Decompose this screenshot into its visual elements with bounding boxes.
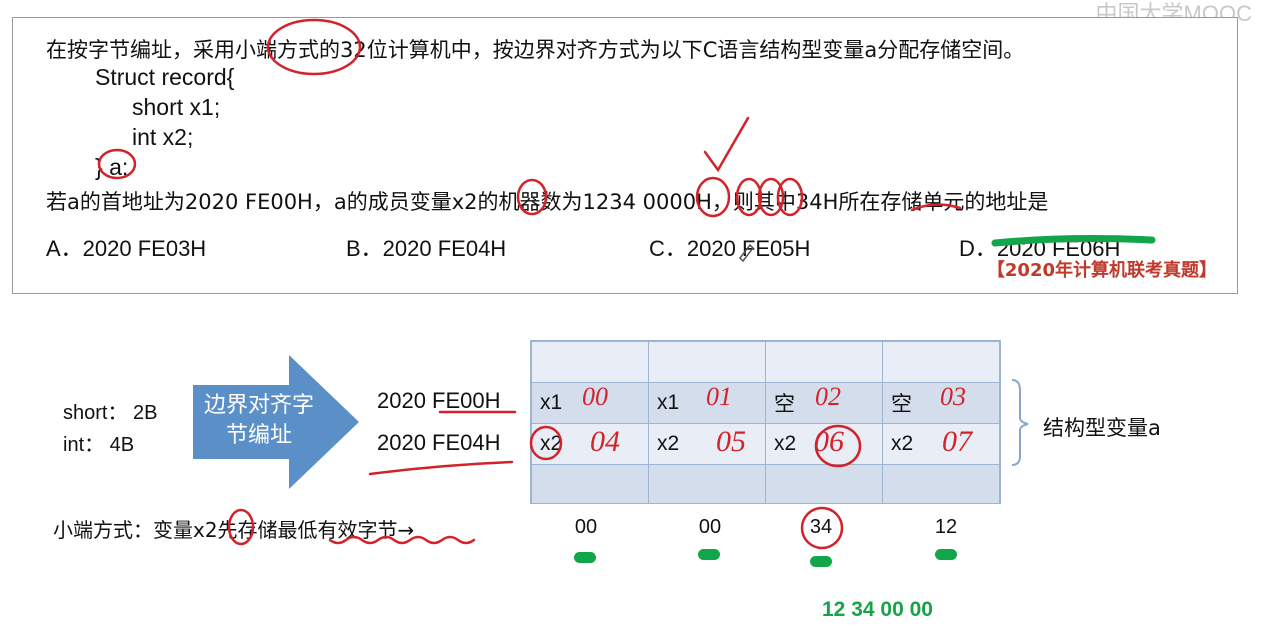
option-a[interactable]: A．2020 FE03H	[46, 236, 207, 261]
memory-grid: x1 x1 空 空 x2 x2 x2 x2	[530, 340, 1001, 504]
note-04: 04	[590, 425, 620, 458]
cell-fe05: x2	[648, 423, 766, 465]
exam-source: 【2020年计算机联考真题】	[986, 260, 1217, 281]
address-fe04: 2020 FE04H	[377, 430, 501, 455]
cell-fe02: 空	[765, 382, 883, 424]
cell-fe03: 空	[882, 382, 1000, 424]
code-line-3: int x2;	[132, 124, 194, 150]
cell-label: x2	[657, 432, 680, 455]
note-07: 07	[942, 425, 972, 458]
grid-footer-cell	[648, 464, 766, 504]
question-stem: 在按字节编址，采用小端方式的32位计算机中，按边界对齐方式为以下C语言结构型变量…	[46, 38, 1025, 62]
cell-label: x2	[891, 432, 914, 455]
grid-header-cell	[882, 341, 1000, 383]
cell-label: x2	[774, 432, 797, 455]
note-00: 00	[582, 382, 608, 411]
short-size: short： 2B	[63, 402, 158, 424]
green-mark	[810, 556, 832, 567]
grid-footer-cell	[882, 464, 1000, 504]
code-line-1: Struct record{	[95, 64, 235, 90]
option-b[interactable]: B．2020 FE04H	[346, 236, 507, 261]
alignment-arrow: 边界对齐字节编址	[193, 355, 359, 489]
question-box: 在按字节编址，采用小端方式的32位计算机中，按边界对齐方式为以下C语言结构型变量…	[12, 17, 1238, 294]
byte-3: 12	[934, 516, 958, 538]
note-06: 06	[814, 425, 844, 458]
green-mark	[574, 552, 596, 563]
code-line-2: short x1;	[132, 94, 221, 120]
grid-footer-cell	[765, 464, 883, 504]
note-01: 01	[706, 382, 732, 411]
green-mark	[698, 549, 720, 560]
little-endian-note: 小端方式：变量x2先存储最低有效字节→	[53, 518, 415, 542]
cell-label: x2	[540, 432, 563, 455]
byte-2: 34	[809, 516, 833, 538]
note-02: 02	[815, 382, 841, 411]
note-03: 03	[940, 382, 966, 411]
grid-header-cell	[648, 341, 766, 383]
struct-label: 结构型变量a	[1043, 416, 1161, 440]
cell-label: x1	[540, 391, 563, 414]
cell-label: x1	[657, 391, 680, 414]
option-c[interactable]: C．2020 FE05H	[649, 236, 811, 261]
green-mark	[935, 549, 957, 560]
question-text: 若a的首地址为2020 FE00H，a的成员变量x2的机器数为1234 0000…	[46, 190, 1049, 214]
cell-fe07: x2	[882, 423, 1000, 465]
arrow-label: 边界对齐字节编址	[203, 393, 314, 448]
address-fe00: 2020 FE00H	[377, 388, 501, 413]
int-size: int： 4B	[63, 434, 135, 456]
underline-fe04	[368, 460, 514, 476]
result-value: 12 34 00 00	[822, 598, 933, 621]
grid-header-cell	[531, 341, 649, 383]
struct-brace	[1011, 379, 1029, 466]
note-05: 05	[716, 425, 746, 458]
byte-0: 00	[574, 516, 598, 538]
code-line-4: } a;	[95, 154, 129, 180]
grid-footer-cell	[531, 464, 649, 504]
cell-label: 空	[891, 393, 912, 416]
cell-label: 空	[774, 393, 795, 416]
grid-header-cell	[765, 341, 883, 383]
byte-1: 00	[698, 516, 722, 538]
